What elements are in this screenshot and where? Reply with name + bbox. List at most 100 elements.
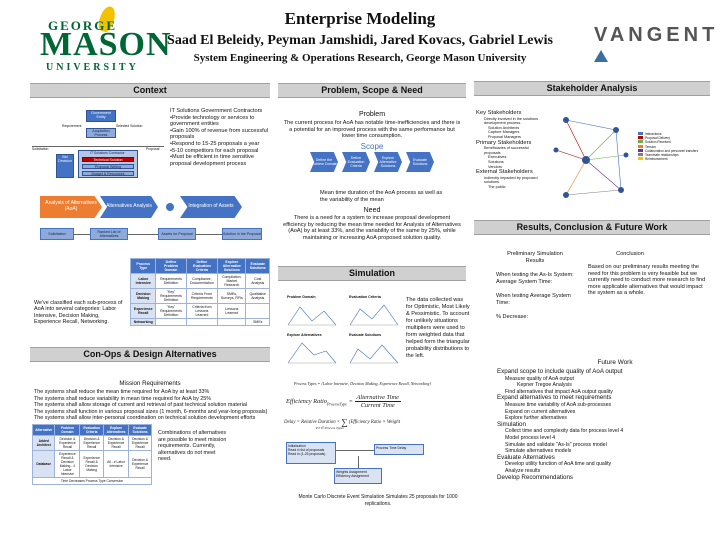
legend-item: Proposal Delivery [638, 136, 698, 140]
requirement-label: Requirement [62, 124, 82, 128]
proposal-writing-label: Proposal Writing [94, 165, 122, 169]
context-bullet: •Provide technology or services to gover… [170, 114, 255, 128]
sim-plot-title: Explore Alternatives [287, 333, 322, 337]
bid-decision-label: Bid Decision [58, 155, 72, 164]
section-simulation: Simulation [278, 266, 466, 281]
government-entity-box: Government Entity [86, 110, 116, 122]
logo-text-top: GEORGE [48, 18, 118, 33]
stakeholder-item: Beneficiaries of successful proposals [484, 146, 529, 155]
table-header-row: Process Type Define Problem Domain Defin… [129, 258, 270, 274]
future-item: Model process level 4 [505, 434, 556, 441]
mission-item: The systems shall allow inter-personal c… [34, 415, 256, 422]
table-row: Time Decreases Process Type Conversion [32, 477, 152, 485]
prelim-results-heading: Preliminary Simulation Results [507, 251, 563, 264]
stakeholder-item: Executives [488, 155, 507, 160]
legend-item: Interactions [638, 132, 698, 136]
future-work-list: Expand scope to include quality of AoA o… [497, 368, 717, 481]
legend-item: Teammate relationships [638, 153, 698, 157]
future-item: Expand on current alternatives [505, 408, 576, 415]
legend-swatch [638, 144, 643, 148]
flow-step: Weights Assignment [336, 470, 367, 474]
combinations-text: Combinations of alternatives are possibl… [158, 430, 227, 463]
sim-plot-graphic [287, 306, 337, 326]
sim-plot: Evaluation Criteria [346, 295, 402, 329]
stakeholder-item: Solutions [488, 159, 504, 164]
stakeholder-item: Directly involved in the solutions devel… [484, 116, 539, 126]
table-cell: Networking [129, 318, 157, 326]
primary-stakeholders-heading: Primary Stakeholders [476, 139, 532, 146]
solicitation-box: Solicitation [40, 228, 74, 240]
flow-step: Read in (1-25 proposals) [288, 452, 326, 456]
efficiency-ratio-formula: Efficiency RatioProcessType = Alternativ… [286, 394, 401, 409]
table-row: Database Experience Recall & Decision Ma… [31, 450, 152, 478]
key-stakeholders-heading: Key Stakeholders [476, 110, 522, 116]
table-header: Define Problem Domain [155, 258, 187, 274]
table-cell: Compliance, Documentation [185, 273, 219, 289]
table-cell: Qualitative Analysis [245, 288, 270, 304]
acquisition-process-label: Acquisition Process [92, 129, 110, 138]
result-line: When testing Average System Time: [496, 293, 571, 306]
solicitation-label: Solicitation [32, 147, 49, 151]
assets-for-proposal-box: Assets for Proposal [158, 228, 196, 240]
section-results: Results, Conclusion & Future Work [474, 220, 710, 235]
formula-subscript: ProcessType [327, 401, 347, 407]
scope-step: Explore Alternative Solutions [374, 152, 402, 172]
future-item: Explore further alternatives [505, 415, 567, 422]
formula-fraction: Alternative Time Current Time [354, 394, 401, 409]
sum-subscript: PT ∈ Process Types [316, 426, 344, 430]
sponsor-name: VANGENT [594, 24, 719, 46]
table-row: Decision Making "Key" Requirements Defin… [129, 288, 270, 304]
table-header: Define Evaluation Criteria [185, 258, 219, 274]
future-item: Simulate and validate "As-Is" process mo… [505, 441, 607, 448]
result-line: % Decrease: [496, 314, 529, 320]
ranked-list-label: Ranked List of Alternatives [97, 229, 121, 238]
table-cell: Lessons Learned [217, 303, 247, 319]
future-heading: Expand alternatives to meet requirements [497, 394, 612, 402]
table-cell: Decision & Experience Recall [128, 450, 152, 478]
mission-item: The systems shall function in various pr… [34, 408, 268, 415]
stakeholder-item: The public [488, 184, 506, 189]
table-footer: Time Decreases Process Type Conversion [32, 477, 152, 485]
future-item: Kepner Tregoe Analysis [517, 382, 572, 389]
table-header: Problem Domain [54, 424, 81, 436]
external-stakeholders-heading: External Stakeholders [476, 169, 533, 176]
table-cell: SMEs [245, 318, 270, 326]
table-cell: "Key" Requirements Definition [155, 288, 187, 304]
solution-in-proposal-box: Solution in the Proposal [222, 228, 262, 240]
sum-icon: ∑ [341, 417, 348, 427]
table-cell: Experience Recall & Decision Making - 4 … [54, 450, 81, 478]
connector-line [32, 146, 164, 147]
gmu-logo: GEORGE MASON UNIVERSITY [38, 4, 171, 76]
scope-step-label: Define the Problem Domain [310, 157, 338, 166]
table-header: Process Type [129, 258, 157, 274]
table-cell: Decision & Experience Recall [128, 435, 152, 451]
table-cell: Added Architect [31, 435, 56, 451]
flow-step: Process Time Delay [376, 446, 407, 450]
table-header: Evaluate Solutions [128, 424, 152, 436]
stakeholder-item: Capture Managers [488, 130, 520, 135]
logo-text-bottom: UNIVERSITY [46, 62, 139, 73]
legend-swatch [638, 148, 643, 152]
flow-box: Process Time Delay [374, 444, 424, 455]
integration-step: Integration of Assets [180, 196, 242, 218]
future-heading: Simulation [497, 420, 526, 428]
future-heading: Evaluate Alternatives [497, 453, 555, 461]
table-cell: Requirements Definition [155, 273, 187, 289]
scope-step-label: Evaluate Solutions [412, 157, 428, 166]
sim-plot: Explore Alternatives [284, 333, 340, 367]
section-context: Context [30, 83, 270, 98]
ranked-list-box: Ranked List of Alternatives [90, 228, 128, 240]
scope-step: Evaluate Solutions [406, 152, 434, 172]
alternatives-table: Alternative Problem Domain Evaluation Cr… [31, 424, 152, 485]
stakeholder-network-diagram [553, 117, 629, 198]
aoa-step-label: Analysis of Alternatives (AoA) [45, 200, 97, 212]
formula-numerator: Alternative Time [354, 394, 401, 402]
problem-text: The current process for AoA has notable … [283, 120, 461, 140]
acquisition-process-box: Acquisition Process [86, 128, 116, 138]
result-line: When testing the As-Is System: Average S… [496, 272, 574, 285]
table-cell: Decision & Experience Recall [102, 435, 130, 451]
poster-authors: Saad El Beleidy, Peyman Jamshidi, Jared … [167, 33, 553, 48]
alternatives-analysis-step: Alternatives Analysis [100, 196, 158, 218]
sim-plot: Evaluate Solutions [346, 333, 402, 367]
legend-label: Teammate relationships [645, 153, 679, 158]
